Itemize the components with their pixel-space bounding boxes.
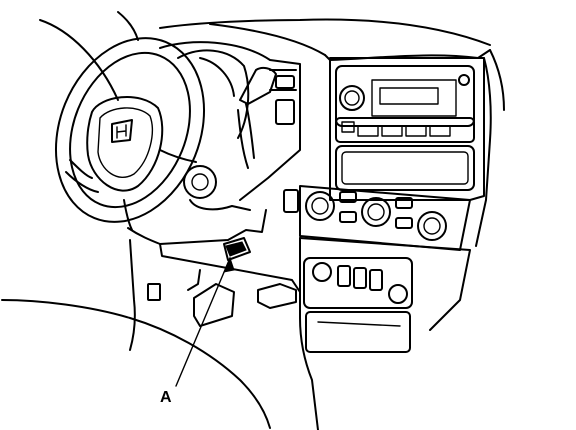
emblem-icon bbox=[111, 119, 133, 143]
callout-label-a: A bbox=[160, 389, 172, 406]
callout-leader-line bbox=[175, 257, 231, 387]
dashboard-right-edge bbox=[475, 49, 505, 247]
instrument-cluster bbox=[159, 41, 301, 201]
lower-dash-panel bbox=[1, 209, 301, 429]
dashboard-top-contour bbox=[159, 18, 491, 61]
center-console bbox=[299, 237, 471, 430]
ignition-switch bbox=[183, 165, 251, 211]
control-stalk bbox=[237, 66, 277, 169]
callout-arrowhead bbox=[223, 256, 235, 273]
climate-control-panel bbox=[283, 185, 471, 251]
hood-release-lever bbox=[187, 237, 297, 327]
steering-wheel bbox=[54, 37, 206, 231]
a-pillar bbox=[39, 11, 139, 101]
audio-unit bbox=[329, 57, 485, 201]
